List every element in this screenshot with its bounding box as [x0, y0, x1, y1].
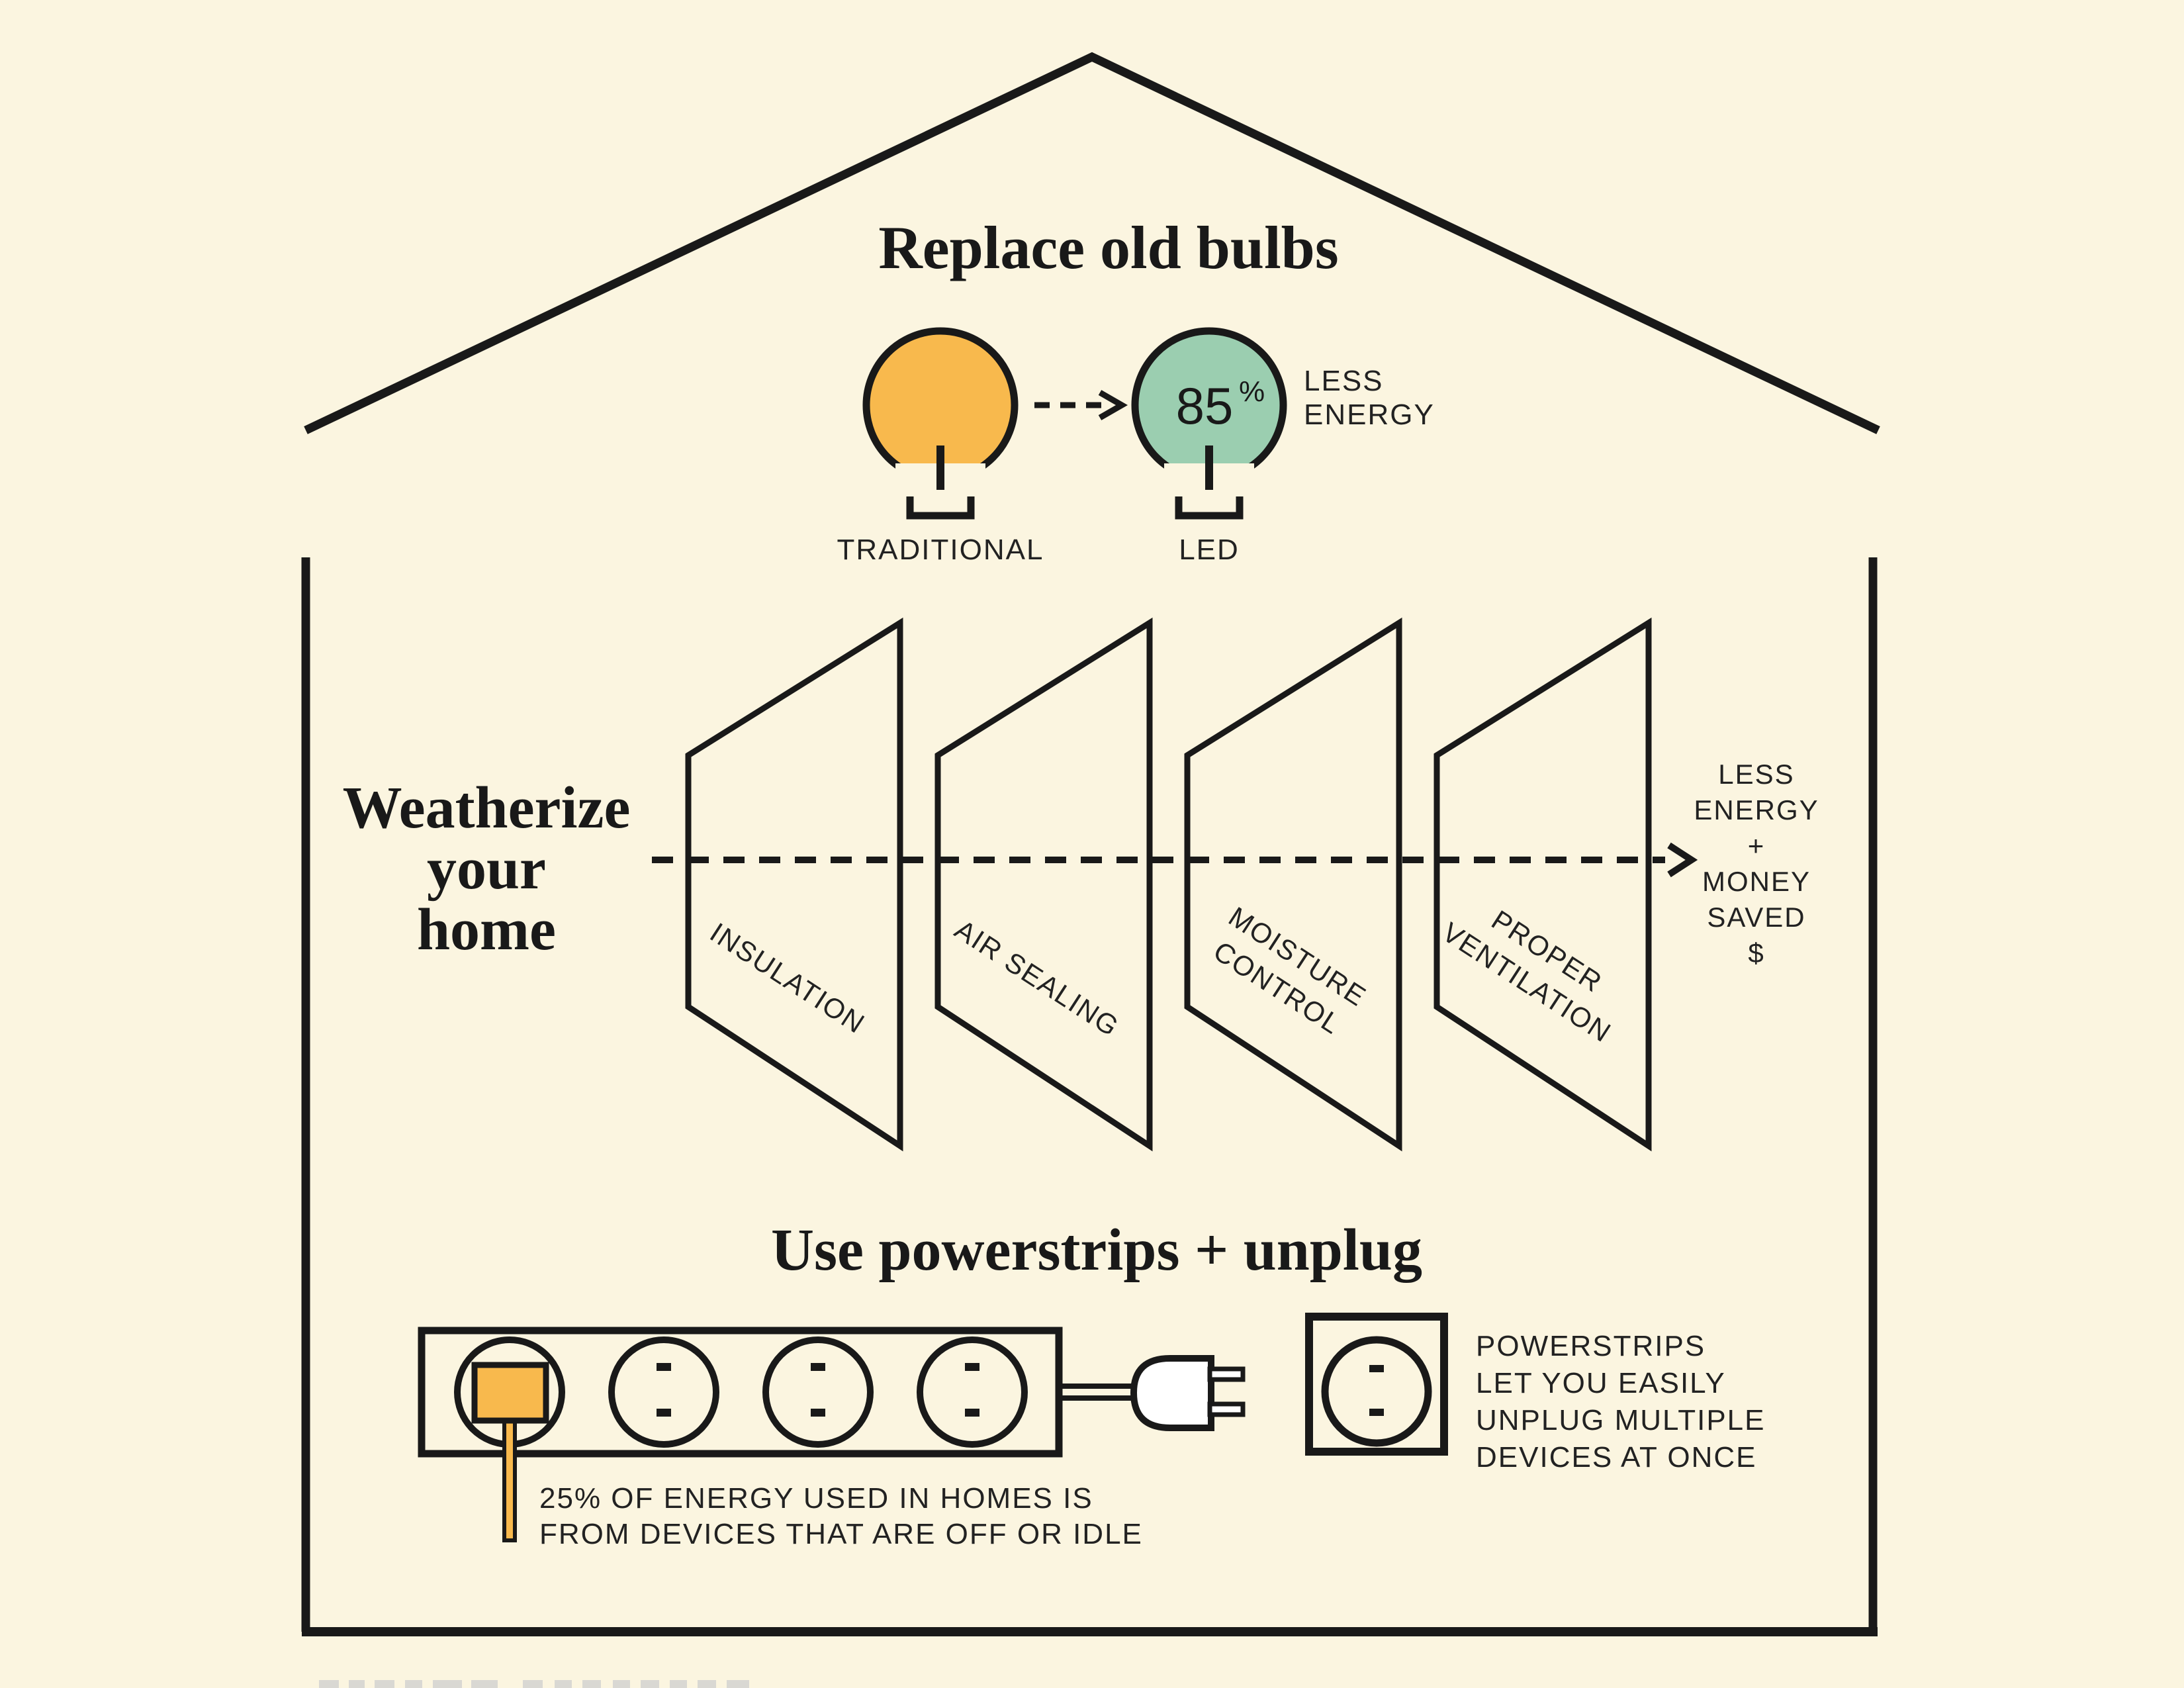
result-line-5: SAVED — [1707, 902, 1805, 933]
fragment-glyph — [727, 1680, 749, 1688]
fragment-glyph — [698, 1680, 716, 1688]
socket-3-slot-top — [811, 1363, 825, 1371]
fragment-glyph — [641, 1680, 659, 1688]
weatherize-title: Weatherize your home — [343, 775, 631, 962]
traditional-bulb-base — [906, 496, 975, 520]
plug-body — [1130, 1355, 1214, 1431]
bulb-arrow-icon — [1034, 390, 1128, 420]
bulb-arrow-head — [1098, 390, 1128, 420]
device-plug — [471, 1362, 549, 1424]
result-line-2: ENERGY — [1694, 794, 1819, 825]
plug-prong-top — [1207, 1366, 1246, 1382]
socket-3-slot-bottom — [811, 1409, 825, 1417]
powerstrip-socket-2 — [608, 1336, 719, 1448]
result-line-6: $ — [1748, 937, 1764, 968]
device-cord — [502, 1418, 517, 1542]
traditional-label: TRADITIONAL — [837, 534, 1044, 566]
led-percent-sign: % — [1239, 375, 1265, 408]
panel-proper-ventilation-shape — [1433, 617, 1652, 1152]
powerstrip-stat-caption: 25% OF ENERGY USED IN HOMES IS FROM DEVI… — [539, 1482, 1143, 1550]
note-line-2: LET YOU EASILY — [1476, 1367, 1726, 1399]
stat-line-1: 25% OF ENERGY USED IN HOMES IS — [539, 1482, 1093, 1515]
note-line-3: UNPLUG MULTIPLE — [1476, 1404, 1766, 1436]
roof-line — [304, 52, 1880, 434]
traditional-bulb-icon — [862, 327, 1019, 520]
weatherize-title-line-3: home — [417, 897, 556, 962]
socket-slots — [657, 1363, 979, 1417]
socket-4-slot-top — [965, 1363, 979, 1371]
result-line-3: + — [1748, 830, 1766, 861]
replace-bulbs-section: Replace old bulbs TRADITIONAL 85 % LED L… — [837, 214, 1435, 566]
socket-4-slot-bottom — [965, 1409, 979, 1417]
powerstrip-icon — [418, 1327, 1246, 1542]
house-outline — [301, 52, 1880, 1636]
note-line-1: POWERSTRIPS — [1476, 1330, 1706, 1362]
weatherize-result-caption: LESS ENERGY + MONEY SAVED $ — [1694, 759, 1819, 968]
powerstrips-title: Use powerstrips + unplug — [771, 1217, 1422, 1283]
weatherize-title-line-1: Weatherize — [343, 775, 631, 841]
less-energy-line-1: LESS — [1304, 365, 1384, 397]
less-energy-line-2: ENERGY — [1304, 399, 1435, 431]
wall-outlet-slot-top — [1369, 1365, 1384, 1372]
powerstrips-section: Use powerstrips + unplug — [418, 1217, 1766, 1550]
weatherize-arrow-icon — [652, 842, 1698, 878]
wall-outlet-socket — [1321, 1336, 1432, 1447]
replace-bulbs-title: Replace old bulbs — [878, 214, 1338, 281]
powerstrip-socket-3 — [762, 1336, 874, 1448]
fragment-glyph — [582, 1680, 601, 1688]
powerstrip-note-caption: POWERSTRIPS LET YOU EASILY UNPLUG MULTIP… — [1476, 1330, 1766, 1474]
led-label: LED — [1179, 534, 1240, 566]
note-line-4: DEVICES AT ONCE — [1476, 1441, 1756, 1474]
result-line-1: LESS — [1718, 759, 1794, 790]
wall-outlet-icon — [1305, 1313, 1448, 1456]
fragment-glyph — [523, 1680, 543, 1688]
fragment-glyph — [319, 1680, 339, 1688]
plugged-device-icon — [471, 1362, 549, 1542]
powerstrip-body — [418, 1327, 1063, 1458]
fragment-glyph — [405, 1680, 422, 1688]
fragment-glyph — [349, 1680, 365, 1688]
led-bulb-base — [1175, 496, 1244, 520]
weatherize-arrow-head — [1667, 842, 1698, 878]
fragment-glyph — [555, 1680, 572, 1688]
stat-line-2: FROM DEVICES THAT ARE OFF OR IDLE — [539, 1518, 1143, 1550]
panel-moisture-control-shape — [1184, 617, 1402, 1152]
fragment-glyph — [670, 1680, 687, 1688]
led-percent-value: 85 — [1176, 377, 1234, 435]
led-less-energy-caption: LESS ENERGY — [1304, 365, 1435, 431]
powerstrip-cord-plug-icon — [1059, 1355, 1246, 1431]
fragment-glyph — [471, 1680, 498, 1688]
weatherize-title-line-2: your — [427, 836, 546, 902]
led-bulb-icon: 85 % — [1131, 327, 1287, 520]
wall-outlet-plate — [1305, 1313, 1448, 1456]
powerstrip-socket-4 — [917, 1336, 1028, 1448]
fragment-glyph — [375, 1680, 394, 1688]
fragment-glyph — [613, 1680, 630, 1688]
panel-insulation-shape — [685, 617, 903, 1152]
wall-outlet-slot-bottom — [1369, 1409, 1384, 1416]
result-line-4: MONEY — [1702, 866, 1811, 897]
fragment-glyph — [433, 1680, 462, 1688]
plug-prong-bottom — [1207, 1401, 1246, 1417]
socket-2-slot-bottom — [657, 1409, 671, 1417]
panel-air-sealing-shape — [934, 617, 1153, 1152]
cutoff-text-fragment — [319, 1680, 749, 1688]
socket-2-slot-top — [657, 1363, 671, 1371]
